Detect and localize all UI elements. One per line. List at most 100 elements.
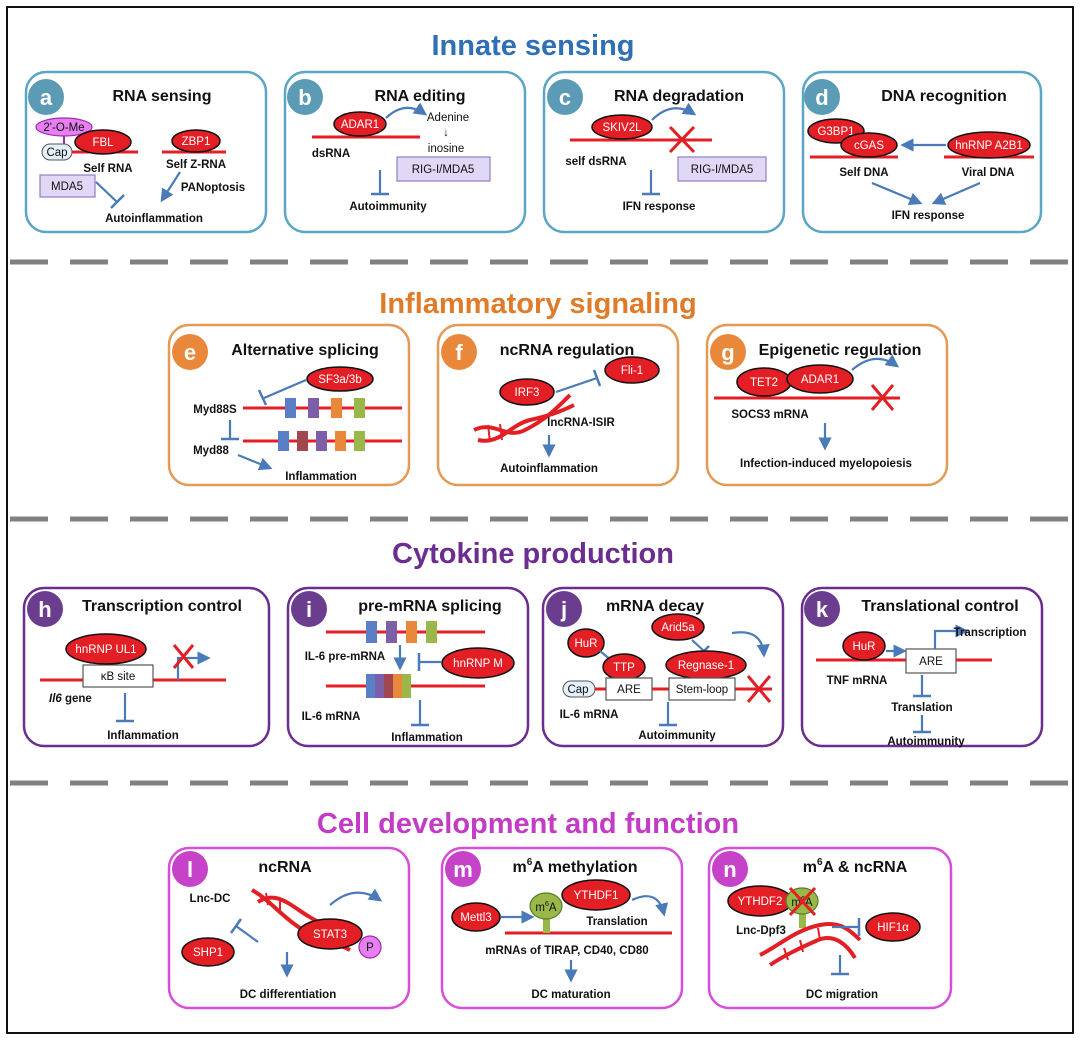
stem-loop-label: Stem-loop xyxy=(676,684,728,696)
il6-mrna-label-i: IL-6 mRNA xyxy=(302,711,361,723)
protein-hur-j-label: HuR xyxy=(574,638,597,650)
panel-e: e Alternative splicing SF3a/3b Myd88S My… xyxy=(167,323,411,487)
autoimmunity-label-b: Autoimmunity xyxy=(349,201,427,213)
inflammation-label-h: Inflammation xyxy=(107,730,179,742)
il6-gene-label: Il6 gene xyxy=(49,693,92,705)
protein-cgas-label: cGAS xyxy=(854,140,884,152)
protein-adar1-label: ADAR1 xyxy=(341,119,379,131)
transcription-cross-2 xyxy=(172,644,195,669)
inhibit-line-f xyxy=(555,376,598,394)
panel-e-letter: e xyxy=(184,340,196,365)
exon-e-2 xyxy=(308,398,319,418)
dc-maturation-label: DC maturation xyxy=(531,989,610,1001)
dsrna-label: dsRNA xyxy=(312,148,350,160)
self-dna-label: Self DNA xyxy=(839,167,888,179)
arrow-e xyxy=(237,453,273,471)
panel-m-title: m6A methylation xyxy=(513,857,638,876)
phosphorylation-arrow xyxy=(329,888,383,906)
panel-h: h Transcription control κB site hnRNP UL… xyxy=(22,586,271,748)
panel-f-letter: f xyxy=(455,340,463,365)
panel-l-letter: l xyxy=(187,857,193,882)
panel-b-title: RNA editing xyxy=(375,88,466,105)
degradation-cross-2 xyxy=(668,125,696,154)
conversion-arrow: ↓ xyxy=(443,127,449,139)
exon-e-4 xyxy=(354,398,365,418)
protein-skiv2l-label: SKIV2L xyxy=(603,122,643,134)
m6a-m-n: m xyxy=(791,897,801,909)
cap-label-j: Cap xyxy=(567,684,588,696)
protein-zbp1-label: ZBP1 xyxy=(182,136,211,148)
socs3-mrna-label: SOCS3 mRNA xyxy=(731,409,808,421)
panel-b-frame xyxy=(283,70,527,234)
myd88-label: Myd88 xyxy=(193,445,229,457)
panel-l-frame xyxy=(167,846,411,1010)
protein-g3bp1-label: G3BP1 xyxy=(817,126,854,138)
section-title-cell-development: Cell development and function xyxy=(317,808,739,840)
panel-d-letter: d xyxy=(815,85,828,110)
mda5-label: MDA5 xyxy=(51,181,83,193)
transcription-arrow-h xyxy=(176,651,211,680)
panel-m-badge xyxy=(445,851,481,887)
inflammation-label-e: Inflammation xyxy=(285,471,357,483)
m6a-m-m: m xyxy=(535,902,545,914)
inosine-label: inosine xyxy=(428,143,464,155)
panel-a-title: RNA sensing xyxy=(113,88,212,105)
translation-arrow-m xyxy=(631,895,669,917)
protein-sf3a3b-label: SF3a/3b xyxy=(318,374,361,386)
inhibit-line-l xyxy=(235,925,259,943)
exon-i-7 xyxy=(384,674,393,698)
exon-i-2 xyxy=(386,621,397,643)
panel-g-title: Epigenetic regulation xyxy=(759,342,922,359)
panel-m-letter: m xyxy=(453,857,473,882)
editing-arrow xyxy=(385,102,428,119)
exon-e-3 xyxy=(331,398,342,418)
protein-hnrnp-ul1 xyxy=(65,633,147,665)
exon-e-9 xyxy=(354,431,365,451)
protein-hif1a xyxy=(865,912,921,942)
il6-pre-mrna-label: IL-6 pre-mRNA xyxy=(305,651,386,663)
tnf-mrna-label: TNF mRNA xyxy=(827,675,888,687)
panel-d: d DNA recognition G3BP1 cGAS hnRNP A2B1 … xyxy=(801,70,1043,234)
panel-m-title-rest: A methylation xyxy=(532,859,637,876)
protein-ythdf1-label: YTHDF1 xyxy=(574,890,619,902)
panel-d-frame xyxy=(801,70,1043,234)
exon-e-7 xyxy=(316,431,327,451)
stem-loop-box xyxy=(668,677,736,701)
mda5-box xyxy=(39,174,96,198)
m6a-mark-m xyxy=(529,892,563,920)
protein-hnrnp-a2b1 xyxy=(947,131,1031,159)
protein-irf3 xyxy=(499,378,555,406)
panel-l-badge xyxy=(172,851,208,887)
panel-e-badge xyxy=(172,334,208,370)
m6a-sup-m: 6 xyxy=(545,901,549,908)
panel-f-badge xyxy=(441,334,477,370)
panel-j-frame xyxy=(541,586,785,748)
panel-n-title-sup: 6 xyxy=(817,857,823,868)
phospho-label: P xyxy=(366,942,374,954)
protein-stat3-label: STAT3 xyxy=(313,929,347,941)
are-box-j xyxy=(605,677,653,701)
exon-e-5 xyxy=(278,431,289,451)
panoptosis-label: PANoptosis xyxy=(181,182,245,194)
lnc-dpf3-label: Lnc-Dpf3 xyxy=(736,925,786,937)
protein-fli1-label: Fli-1 xyxy=(621,365,643,377)
protein-shp1 xyxy=(181,937,235,967)
protein-fbl-label: FBL xyxy=(92,137,114,149)
protein-regnase1-label: Regnase-1 xyxy=(678,660,734,672)
ifn-response-label-c: IFN response xyxy=(623,201,696,213)
panel-c-letter: c xyxy=(559,85,571,110)
inflammation-label-i: Inflammation xyxy=(391,732,463,744)
panel-c-title: RNA degradation xyxy=(614,88,744,105)
panel-j: j mRNA decay HuR TTP Arid5a Regnase-1 Ca… xyxy=(541,586,785,748)
protein-ttp-label: TTP xyxy=(613,662,635,674)
ifn-response-label-d: IFN response xyxy=(892,210,965,222)
panel-b-badge xyxy=(287,79,323,115)
outer-border xyxy=(6,6,1074,1034)
m6a-a-m: A xyxy=(549,902,557,914)
panel-m-title-m: m xyxy=(513,859,527,876)
viral-dna-label: Viral DNA xyxy=(962,167,1015,179)
are-label-k: ARE xyxy=(919,656,943,668)
panel-n-letter: n xyxy=(723,857,736,882)
rig-i-mda5-box-b xyxy=(396,156,491,182)
are-box-k xyxy=(905,648,957,674)
